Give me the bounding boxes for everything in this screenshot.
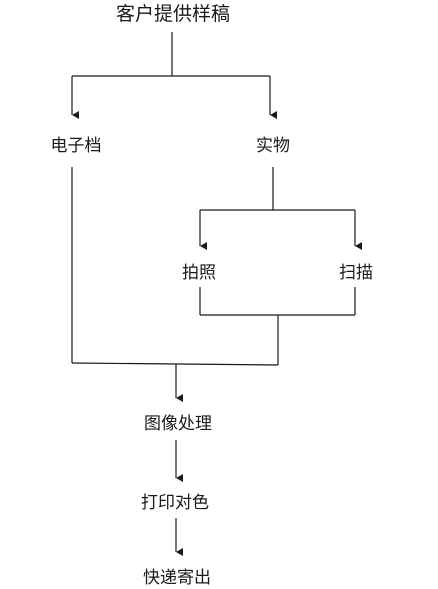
- node-photograph: 拍照: [182, 263, 216, 283]
- node-electronic-file: 电子档: [50, 136, 102, 156]
- node-express-delivery: 快递寄出: [143, 568, 211, 588]
- node-image-processing: 图像处理: [144, 414, 212, 434]
- connector-bottom-merge: [71, 362, 279, 366]
- node-print-color: 打印对色: [141, 493, 209, 513]
- node-customer-sample: 客户提供样稿: [115, 3, 231, 25]
- node-scan: 扫描: [339, 263, 373, 283]
- node-physical-item: 实物: [256, 136, 290, 156]
